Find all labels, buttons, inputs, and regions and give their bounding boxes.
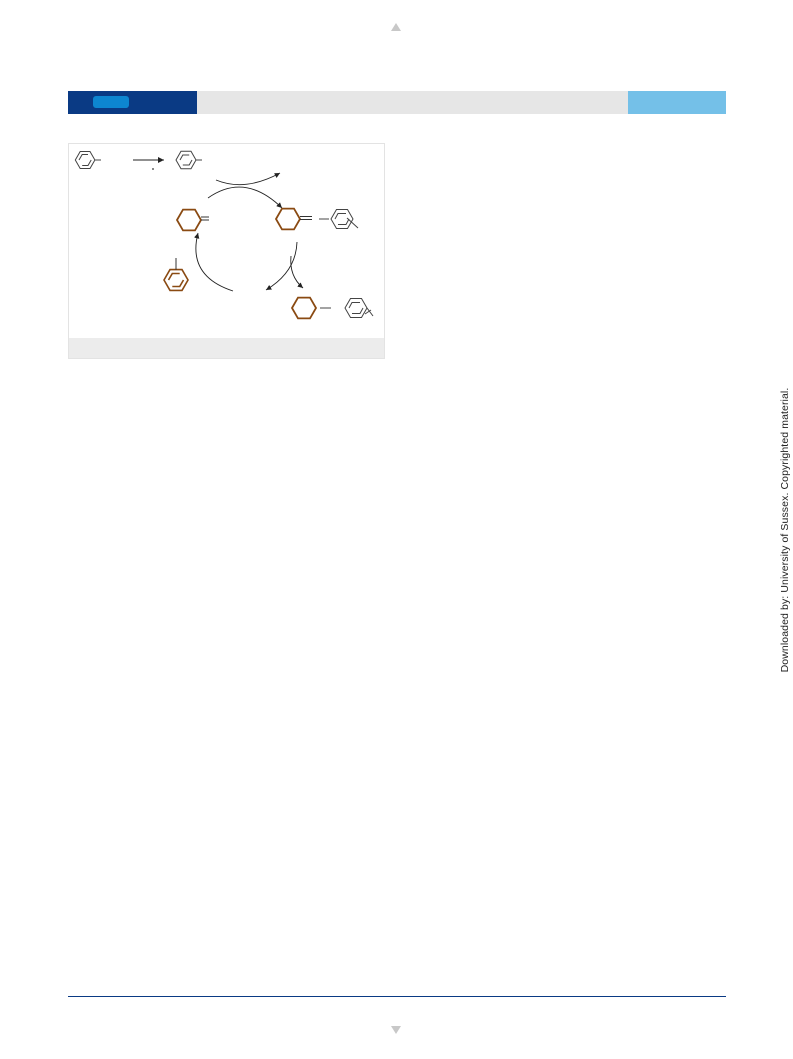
product-release-arrow [290, 255, 304, 289]
activated-arene-ring [175, 150, 202, 170]
header-light-segment [628, 91, 726, 114]
section-header-bar [68, 91, 726, 114]
cycle-arrow-top [207, 186, 283, 209]
catalyst-ring-left [175, 208, 203, 232]
catalytic-cycle-scheme [74, 150, 374, 320]
cycle-arrow-right [265, 241, 298, 291]
figure-caption-bar [69, 338, 384, 358]
page-down-arrow-icon[interactable] [391, 1026, 401, 1034]
cycle-arrow-left [194, 232, 234, 292]
reagent-arene-ring [163, 268, 189, 292]
intermediate-arene-ring [330, 209, 359, 229]
cycle-arrow-top-out [215, 172, 281, 186]
header-tag-pill [93, 96, 129, 108]
page-up-arrow-icon[interactable] [391, 23, 401, 31]
header-title-segment [197, 91, 628, 114]
intermediate-ring [274, 207, 302, 231]
reagent-dot [152, 168, 154, 170]
starting-arene-ring [74, 151, 101, 169]
scheme-figure [68, 143, 385, 359]
product-arene-ring [344, 298, 374, 318]
footer-rule [68, 996, 726, 997]
download-watermark: Downloaded by: University of Sussex. Cop… [779, 387, 791, 673]
header-dark-segment [68, 91, 197, 114]
product-ring [290, 296, 318, 320]
